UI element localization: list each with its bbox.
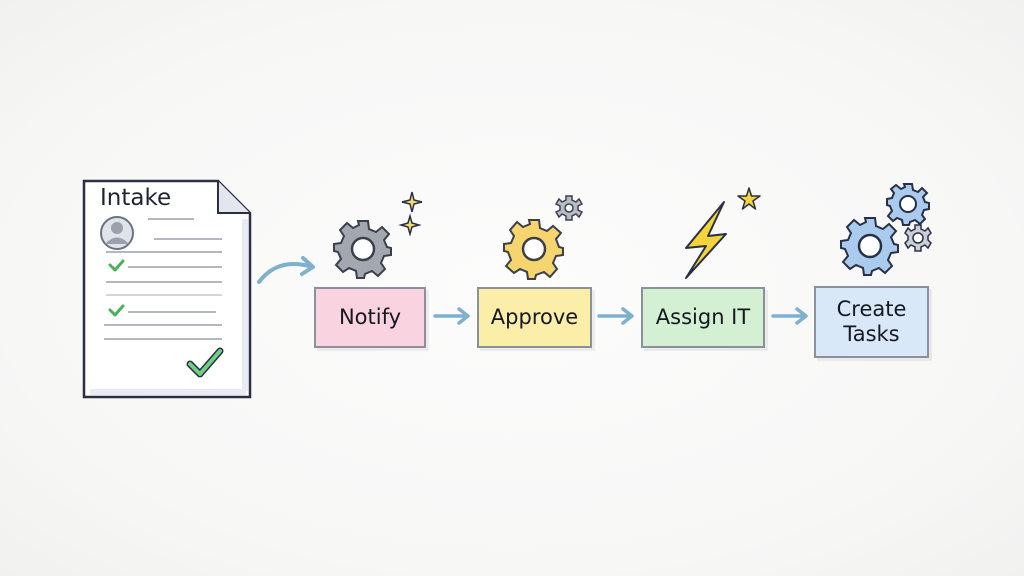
step-label: Approve bbox=[490, 304, 579, 329]
step-approve: Approve bbox=[477, 287, 592, 348]
step-create-tasks: Create Tasks bbox=[814, 286, 929, 358]
arrow-right-icon bbox=[771, 307, 808, 325]
step-label-line1: Create bbox=[836, 296, 907, 321]
gears-icon bbox=[840, 183, 932, 276]
step-label-line2: Tasks bbox=[843, 322, 900, 346]
large-check-icon bbox=[188, 349, 222, 376]
arrow-right-icon bbox=[433, 307, 470, 325]
gear-icon bbox=[503, 219, 564, 280]
intake-title: Intake bbox=[100, 185, 172, 211]
step-label: Assign IT bbox=[655, 304, 751, 329]
check-icon bbox=[108, 259, 125, 272]
arrow-right-icon bbox=[597, 307, 634, 325]
lightning-icon bbox=[685, 201, 727, 279]
star-icon bbox=[737, 187, 761, 210]
curved-arrow-icon bbox=[257, 256, 315, 284]
check-icon bbox=[108, 304, 125, 317]
document-icon bbox=[82, 179, 252, 399]
user-avatar-icon bbox=[100, 216, 134, 250]
step-label: Notify bbox=[338, 304, 402, 329]
intake-document: Intake bbox=[82, 179, 252, 399]
gear-icon bbox=[333, 220, 392, 279]
step-notify: Notify bbox=[314, 287, 426, 348]
sparkle-icon bbox=[398, 191, 423, 237]
small-gear-icon bbox=[555, 195, 583, 221]
step-assign-it: Assign IT bbox=[641, 287, 765, 348]
